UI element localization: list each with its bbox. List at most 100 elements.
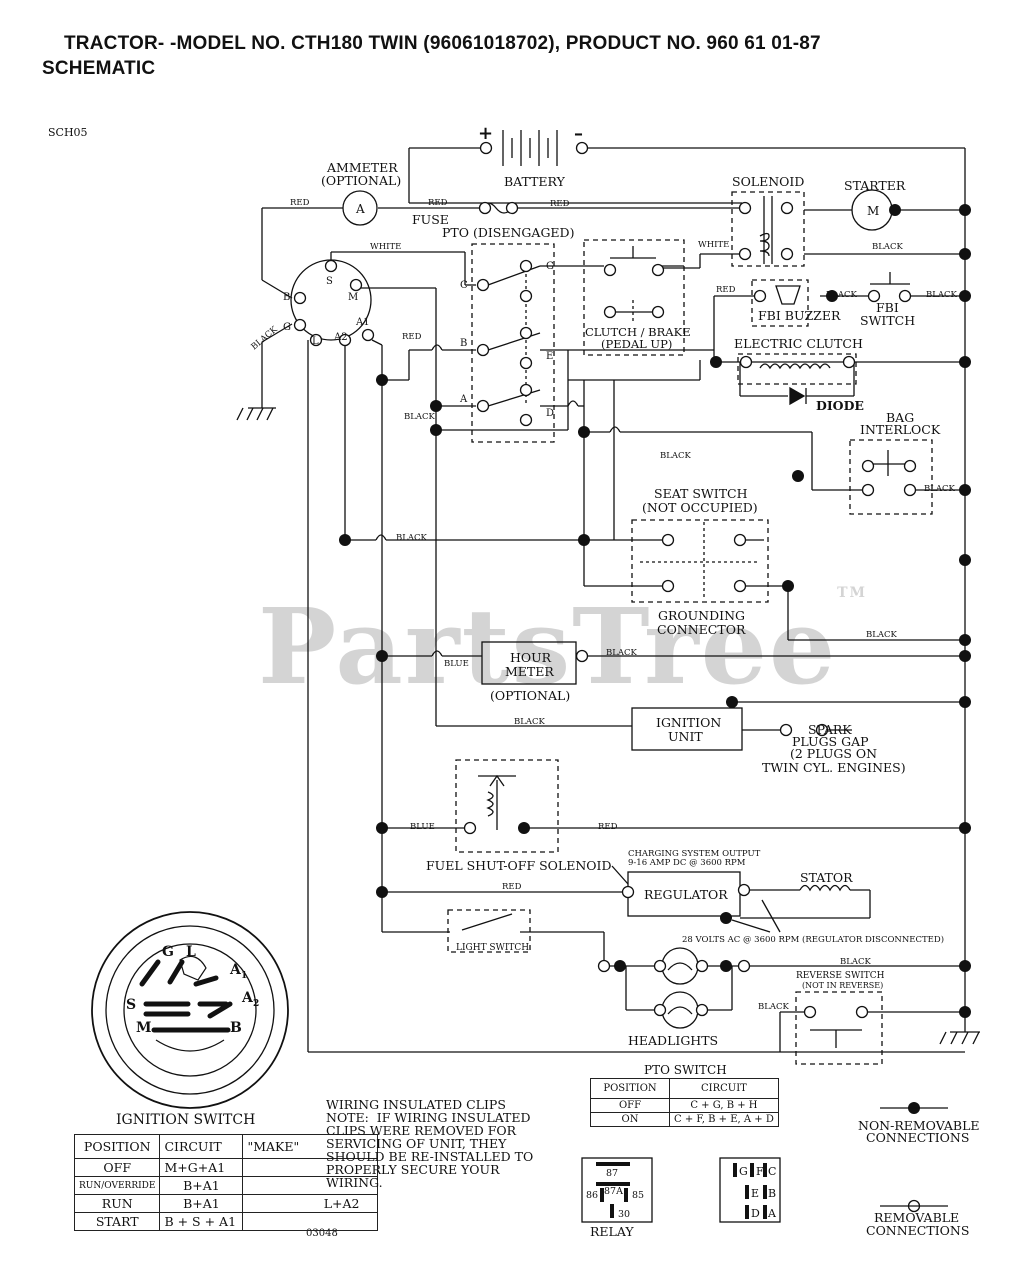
pto-term-c: C	[460, 280, 468, 291]
table-cell: OFF	[73, 1158, 161, 1177]
ign-face-s: S	[126, 997, 136, 1013]
pin-d: D	[751, 1207, 760, 1220]
page-subtitle: SCHEMATIC	[42, 58, 156, 79]
battery-minus: –	[574, 123, 583, 144]
table-cell: START	[73, 1212, 161, 1231]
ignition-unit-label-2: UNIT	[668, 729, 703, 744]
relay-30: 30	[618, 1209, 630, 1220]
non-removable-connections	[339, 204, 971, 1114]
wire-black-11: BLACK	[840, 957, 872, 967]
watermark: PartsTreeTM	[258, 585, 868, 708]
pto-term-a: A	[459, 394, 468, 405]
headlights-label: HEADLIGHTS	[628, 1033, 718, 1048]
table-cell: RUN/OVERRIDE	[73, 1176, 161, 1195]
reverse-switch-label: REVERSE SWITCH	[796, 971, 885, 981]
spark-label-2: PLUGS GAP	[792, 734, 869, 749]
fuel-solenoid-label: FUEL SHUT-OFF SOLENOID	[426, 858, 612, 873]
wire-black-5: BLACK	[660, 451, 692, 461]
volts-label: 28 VOLTS AC @ 3600 RPM (REGULATOR DISCON…	[682, 934, 944, 945]
wire-white-2: WHITE	[698, 240, 729, 250]
relay-label: RELAY	[590, 1224, 634, 1239]
wire-red-4: RED	[716, 285, 736, 295]
ignition-unit-label: IGNITION	[656, 715, 721, 730]
ammeter-optional-label: (OPTIONAL)	[321, 173, 401, 188]
wire-black-4: BLACK	[404, 412, 436, 422]
ign-col-circuit: CIRCUIT	[159, 1134, 244, 1159]
wire-red-1: RED	[290, 198, 310, 208]
table-cell: M+G+A1	[159, 1158, 244, 1177]
pto-table-title: PTO SWITCH	[644, 1063, 727, 1077]
fuse-label: FUSE	[412, 212, 449, 227]
wire-black-6: BLACK	[924, 484, 956, 494]
legend-nonremovable: NON-REMOVABLE	[858, 1118, 980, 1133]
ammeter	[342, 190, 378, 226]
pin-g: G	[739, 1165, 748, 1178]
wire-white-1: WHITE	[370, 242, 401, 252]
wire-black-8: BLACK	[866, 630, 898, 640]
pto-term-d: D	[546, 408, 554, 419]
page-title: TRACTOR- -MODEL NO. CTH180 TWIN (9606101…	[64, 33, 821, 54]
ign-face-l: L	[186, 944, 196, 960]
pto-term-g: G	[546, 261, 554, 272]
wire-red-6: RED	[598, 822, 618, 832]
pto-label: PTO (DISENGAGED)	[442, 225, 574, 240]
table-cell: B + S + A1	[159, 1212, 244, 1231]
wire-red-2: RED	[428, 198, 448, 208]
ign-face-a2-sub: 2	[253, 999, 259, 1009]
term-a2: A2	[333, 332, 348, 343]
ign-face-a2: A	[241, 990, 254, 1006]
pto-col-circuit: CIRCUIT	[669, 1078, 779, 1099]
ign-face-a1: A	[229, 962, 242, 978]
ignition-switch-label: IGNITION SWITCH	[116, 1112, 255, 1128]
diode-label: DIODE	[816, 398, 864, 413]
table-cell: C + G, B + H	[669, 1098, 779, 1113]
legend-nonremovable-2: CONNECTIONS	[866, 1130, 969, 1145]
reverse-switch-label-2: (NOT IN REVERSE)	[802, 981, 883, 990]
wire-red-5: RED	[402, 332, 422, 342]
table-row: START B + S + A1	[73, 1212, 379, 1231]
spark-label: SPARK	[808, 722, 852, 737]
wire-black-1: BLACK	[872, 242, 904, 252]
relay-85: 85	[632, 1190, 644, 1201]
pto-term-b: B	[460, 338, 467, 349]
hour-meter-optional: (OPTIONAL)	[490, 688, 570, 703]
pin-e: E	[751, 1187, 759, 1200]
table-cell: B+A1	[159, 1176, 244, 1195]
table-cell: B+A1	[159, 1194, 244, 1213]
bag-interlock-label-2: INTERLOCK	[860, 422, 941, 437]
clutch-brake-label-2: (PEDAL UP)	[601, 337, 672, 351]
relay-87a: 87A	[604, 1186, 623, 1197]
battery-plus: +	[478, 123, 493, 144]
pin-a: A	[767, 1207, 777, 1220]
relay-diagram: 87 87A 86 85 30	[581, 1157, 653, 1223]
term-g: G	[283, 322, 291, 333]
wire-black-3: BLACK	[926, 290, 958, 300]
relay-87: 87	[606, 1168, 618, 1179]
pin-f: F	[756, 1165, 764, 1178]
table-row: RUN/OVERRIDE B+A1	[73, 1176, 379, 1195]
electric-clutch-label: ELECTRIC CLUTCH	[734, 336, 863, 351]
solenoid-label: SOLENOID	[732, 174, 804, 189]
regulator-label: REGULATOR	[644, 887, 728, 902]
charging-label: CHARGING SYSTEM OUTPUT	[628, 849, 761, 859]
bag-interlock-label: BAG	[886, 410, 914, 425]
grounding-label: GROUNDING	[658, 608, 745, 623]
table-cell: C + F, B + E, A + D	[669, 1112, 779, 1127]
legend-removable: REMOVABLE	[874, 1210, 959, 1225]
pto-term-e: E	[546, 351, 553, 362]
wire-blue-2: BLUE	[410, 822, 435, 832]
grounding-label-2: CONNECTOR	[657, 622, 746, 637]
clutch-brake-label: CLUTCH / BRAKE	[585, 325, 691, 339]
wire-blue-1: BLUE	[444, 659, 469, 669]
wire-black-9: BLACK	[606, 648, 638, 658]
fbi-switch-label-2: SWITCH	[860, 313, 915, 328]
hour-meter-label: HOUR	[510, 650, 552, 665]
pto-connector: G F C E B D A	[719, 1157, 781, 1223]
spark-label-3: (2 PLUGS ON	[790, 746, 877, 761]
table-cell	[242, 1212, 379, 1231]
table-row: OFF M+G+A1	[73, 1158, 379, 1177]
ign-face-b: B	[230, 1020, 242, 1036]
starter-label: STARTER	[844, 178, 906, 193]
ign-face-g: G	[162, 944, 174, 960]
